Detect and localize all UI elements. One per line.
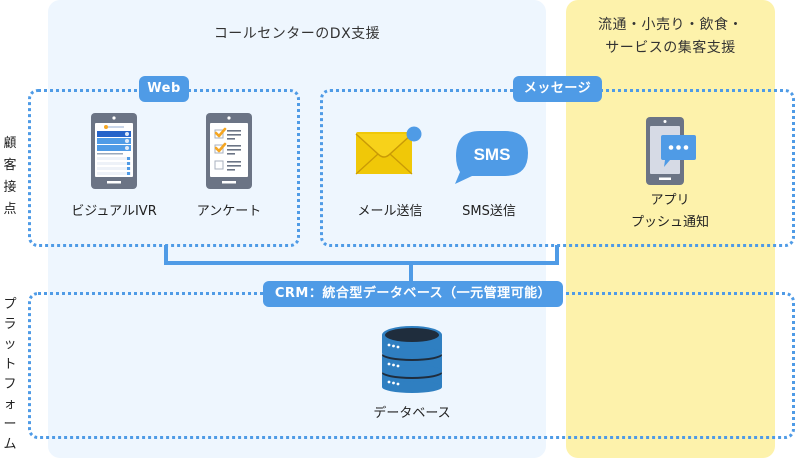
smartphone-survey-checklist-icon — [206, 113, 252, 193]
retail-panel — [566, 0, 775, 458]
call-center-title: コールセンターのDX支援 — [213, 26, 381, 42]
web-group-box — [28, 89, 300, 247]
smartphone-chat-bubble-icon — [646, 117, 698, 189]
svg-text:SMS: SMS — [474, 145, 511, 164]
web-badge: Web — [139, 76, 189, 102]
survey-label: アンケート — [196, 204, 262, 219]
email-label: メール送信 — [357, 204, 423, 219]
database-label: データベース — [373, 406, 451, 421]
visual-ivr-label: ビジュアルIVR — [71, 204, 157, 219]
sms-speech-bubble-icon: SMS — [452, 128, 532, 188]
sms-label: SMS送信 — [462, 204, 516, 219]
connector-left-vertical — [164, 245, 168, 265]
message-badge: メッセージ — [513, 76, 602, 102]
connector-center-vertical — [409, 261, 413, 282]
platform-label: プ ラ ッ ト フ ォ ー ム — [3, 297, 17, 452]
crm-badge: CRM：統合型データベース（一元管理可能） — [263, 281, 563, 307]
database-icon — [380, 323, 444, 397]
connector-horizontal — [164, 261, 559, 265]
envelope-notification-icon — [354, 126, 424, 180]
connector-right-vertical — [555, 245, 559, 265]
retail-title: 流通・小売り・飲食・ サービスの集客支援 — [598, 17, 743, 56]
app-push-label: アプリ プッシュ通知 — [630, 193, 709, 230]
smartphone-visual-ivr-icon — [91, 113, 137, 193]
customer-touchpoint-label: 顧 客 接 点 — [3, 136, 17, 217]
